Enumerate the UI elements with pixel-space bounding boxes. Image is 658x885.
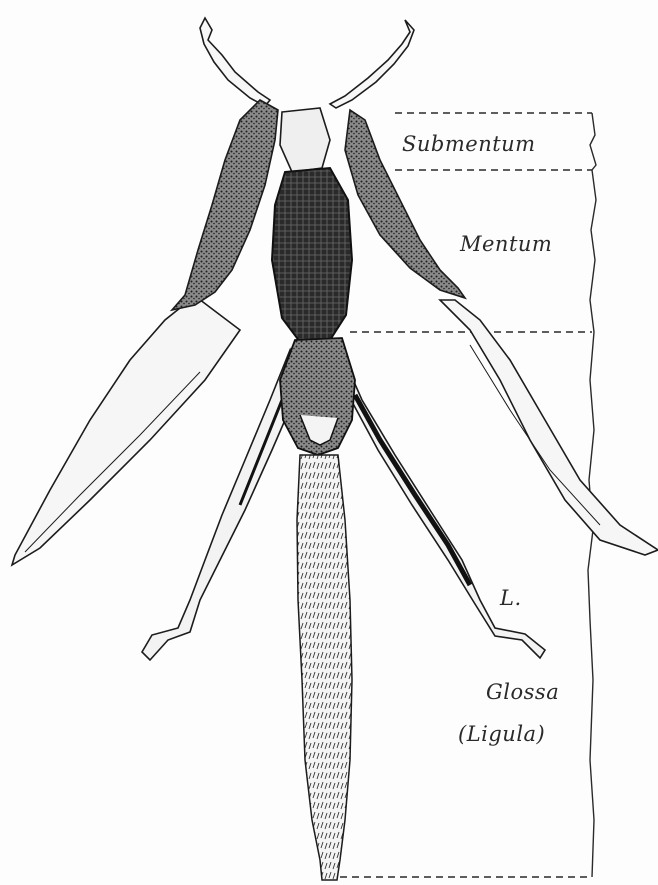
submentum-part	[280, 108, 330, 172]
l-label: L.	[500, 586, 522, 610]
submentum-label: Submentum	[402, 132, 536, 156]
mentum-label: Mentum	[460, 232, 552, 256]
glossa-label: Glossa	[486, 680, 559, 704]
mentum-part	[272, 168, 352, 342]
ligula-label: (Ligula)	[458, 722, 545, 746]
top-palps	[200, 18, 414, 108]
glossa-part	[297, 455, 352, 880]
